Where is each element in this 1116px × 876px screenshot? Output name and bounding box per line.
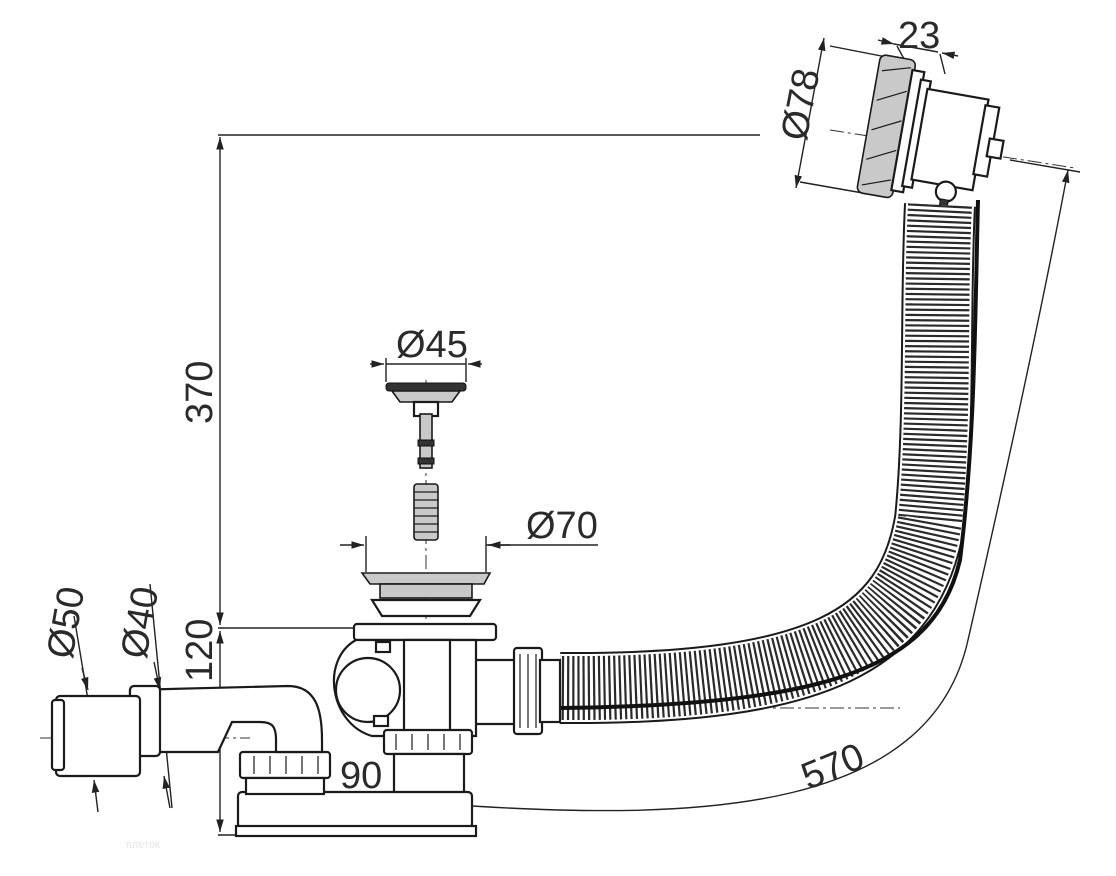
corrugated-hose xyxy=(435,199,980,725)
hose-connector xyxy=(468,646,562,736)
label-outlet-outer-diameter: Ø50 xyxy=(40,584,94,662)
label-siphon-height: 120 xyxy=(179,619,221,682)
label-overflow-diameter: Ø78 xyxy=(774,65,829,144)
label-outlet-inner-diameter: Ø40 xyxy=(114,584,168,662)
watermark: плеток xyxy=(126,839,160,851)
label-drain-diameter: Ø70 xyxy=(526,505,598,547)
overflow-head xyxy=(856,54,1005,219)
label-total-height: 370 xyxy=(179,361,221,424)
label-overflow-depth: 23 xyxy=(898,15,940,57)
drain-siphon xyxy=(50,572,498,838)
label-hose-length: 570 xyxy=(796,736,871,799)
label-plug-diameter: Ø45 xyxy=(396,324,468,366)
label-siphon-offset: 90 xyxy=(340,755,382,797)
plug-stopper xyxy=(385,382,467,541)
